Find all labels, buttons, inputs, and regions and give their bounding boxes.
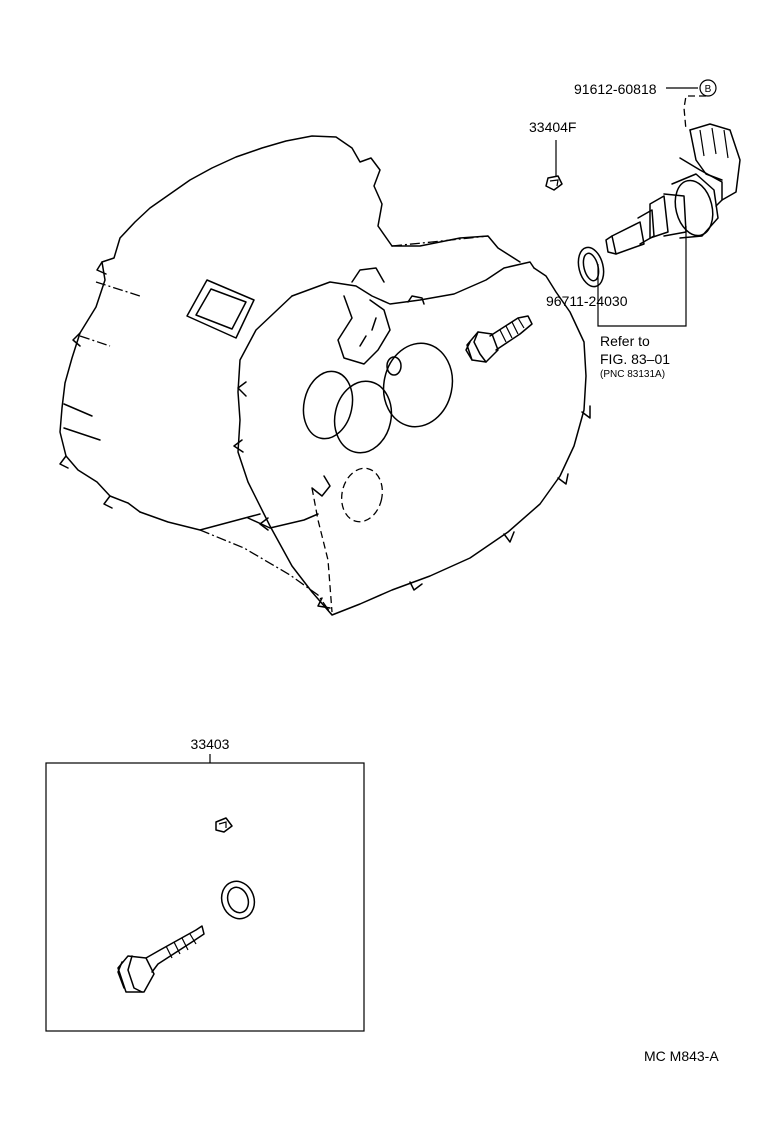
bolt-marker [699, 79, 717, 97]
kit-o-ring [220, 880, 256, 920]
bolt-marker-letter: B [705, 84, 712, 95]
bolt-part-number: 91612-60818 [574, 81, 657, 97]
kit-part-number: 33403 [191, 736, 230, 752]
refer-bracket [597, 226, 687, 327]
driven-gear [465, 315, 533, 363]
transmission-housing [59, 135, 591, 616]
refer-to-label: Refer to [600, 333, 650, 349]
clip-part [545, 175, 563, 191]
refer-figure-label: FIG. 83–01 [600, 351, 670, 367]
speed-sensor [605, 123, 741, 255]
kit-driven-gear [117, 925, 205, 993]
kit-box [45, 762, 365, 1032]
o-ring-part [577, 246, 605, 288]
oring-part-number: 96711-24030 [546, 293, 628, 309]
clip-part-number: 33404F [529, 119, 576, 135]
refer-pnc-label: (PNC 83131A) [600, 369, 665, 380]
diagram-code: MC M843-A [644, 1048, 719, 1064]
kit-clip [215, 817, 233, 833]
bolt-leader [666, 87, 706, 131]
